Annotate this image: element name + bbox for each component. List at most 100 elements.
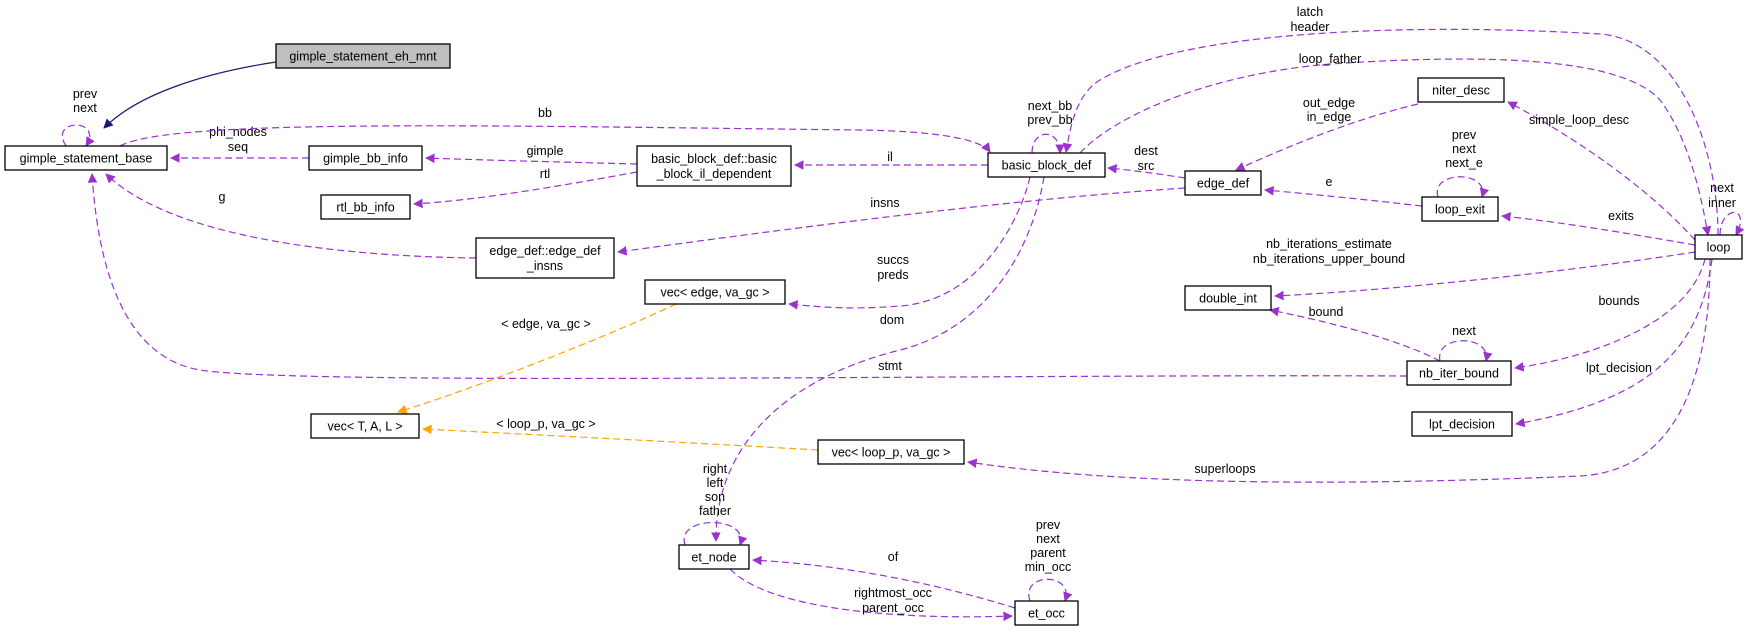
- edge-label: son: [705, 490, 725, 504]
- node-label: edge_def::edge_def_insns: [489, 244, 601, 273]
- edge-label: g: [219, 190, 226, 204]
- edge-bbd-etnode: dom: [711, 176, 1045, 542]
- node-vecT[interactable]: vec< T, A, L >: [310, 413, 420, 439]
- edge-nbib-gsb: stmt: [87, 173, 1408, 380]
- node-veclp[interactable]: vec< loop_p, va_gc >: [817, 439, 965, 465]
- edge-loop-lexit: exits: [1501, 209, 1696, 246]
- edge-label: preds: [877, 268, 908, 282]
- edge-line: [1436, 176, 1490, 198]
- edge-line: [87, 173, 1408, 380]
- edge-nbib-dint: bound: [1269, 305, 1441, 362]
- node-label: et_node: [691, 551, 736, 565]
- node-box[interactable]: [275, 43, 451, 69]
- edge-gsb-bbd: bb: [119, 106, 991, 153]
- node-box[interactable]: [1184, 170, 1262, 196]
- node-label: niter_desc: [1432, 84, 1490, 98]
- node-label: gimple_bb_info: [323, 152, 408, 166]
- edge-label: phi_nodes: [209, 125, 267, 139]
- node-label: et_occ: [1028, 607, 1065, 621]
- edge-bbil-rtl: rtl: [413, 167, 638, 209]
- node-niter[interactable]: niter_desc: [1417, 77, 1505, 103]
- edge-line: [967, 258, 1711, 483]
- node-nbib[interactable]: nb_iter_bound: [1406, 360, 1512, 386]
- node-box[interactable]: [1417, 77, 1505, 103]
- node-label: rtl_bb_info: [336, 201, 394, 215]
- edge-label: next_e: [1445, 156, 1483, 170]
- node-gbb[interactable]: gimple_bb_info: [308, 145, 423, 171]
- node-edged[interactable]: edge_def: [1184, 170, 1262, 196]
- edge-loop-nbib: bounds: [1514, 258, 1706, 372]
- node-box[interactable]: [308, 145, 423, 171]
- edge-line: [1439, 340, 1493, 362]
- node-dint[interactable]: double_int: [1184, 285, 1272, 311]
- edge-label: bounds: [1598, 294, 1639, 308]
- edge-label: insns: [870, 196, 899, 210]
- edge-label: parent_occ: [862, 601, 924, 615]
- edge-line: [1031, 133, 1065, 154]
- edge-label: nb_iterations_upper_bound: [1253, 252, 1405, 266]
- node-edi[interactable]: edge_def::edge_def_insns: [475, 237, 615, 279]
- node-box[interactable]: [475, 237, 615, 279]
- edge-label: next: [1036, 532, 1060, 546]
- edge-loop-dint: nb_iterations_estimatenb_iterations_uppe…: [1253, 237, 1696, 301]
- node-box[interactable]: [1421, 196, 1499, 222]
- edge-label: right: [703, 462, 728, 476]
- edge-label: prev: [1036, 518, 1061, 532]
- node-gsehm[interactable]: gimple_statement_eh_mnt: [275, 43, 451, 69]
- node-box[interactable]: [1411, 411, 1513, 437]
- node-box[interactable]: [1694, 234, 1743, 260]
- edge-line: [788, 176, 1031, 310]
- edge-label: lpt_decision: [1586, 361, 1652, 375]
- node-box[interactable]: [817, 439, 965, 465]
- edge-label: next: [1710, 181, 1734, 195]
- edge-line: [752, 555, 1016, 609]
- edge-line: [1501, 212, 1696, 246]
- edge-label: il: [887, 150, 893, 164]
- node-box[interactable]: [320, 194, 411, 220]
- edge-line: [711, 176, 1045, 542]
- edge-etocc-etnode: of: [752, 550, 1016, 609]
- edge-line: [119, 125, 991, 153]
- node-box[interactable]: [1014, 600, 1079, 626]
- node-etocc[interactable]: et_occ: [1014, 600, 1079, 626]
- node-box[interactable]: [636, 145, 792, 187]
- edge-line: [1514, 258, 1706, 372]
- node-box[interactable]: [310, 413, 420, 439]
- edge-line: [617, 187, 1186, 256]
- node-box[interactable]: [644, 279, 786, 305]
- node-label: nb_iter_bound: [1419, 367, 1499, 381]
- node-bbil[interactable]: basic_block_def::basic_block_il_dependen…: [636, 145, 792, 187]
- edge-line: [1079, 58, 1712, 236]
- node-box[interactable]: [1184, 285, 1272, 311]
- edge-label: prev_bb: [1027, 113, 1072, 127]
- edge-label: succs: [877, 253, 909, 267]
- node-box[interactable]: [987, 152, 1106, 178]
- edge-label: bb: [538, 106, 552, 120]
- node-rtlbb[interactable]: rtl_bb_info: [320, 194, 411, 220]
- node-box[interactable]: [4, 145, 168, 171]
- node-gsb[interactable]: gimple_statement_base: [4, 145, 168, 171]
- node-box[interactable]: [678, 544, 750, 570]
- node-label: gimple_statement_base: [20, 152, 153, 166]
- edge-line: [413, 171, 638, 209]
- node-bbd[interactable]: basic_block_def: [987, 152, 1106, 178]
- node-label: vec< edge, va_gc >: [660, 286, 769, 300]
- edge-label: seq: [228, 140, 248, 154]
- node-vecedge[interactable]: vec< edge, va_gc >: [644, 279, 786, 305]
- edge-label: src: [1138, 159, 1155, 173]
- node-lexit[interactable]: loop_exit: [1421, 196, 1499, 222]
- node-loop[interactable]: loop: [1694, 234, 1743, 260]
- node-label: gimple_statement_eh_mnt: [289, 50, 437, 64]
- edge-label: superloops: [1194, 462, 1255, 476]
- node-box[interactable]: [1406, 360, 1512, 386]
- node-etnode[interactable]: et_node: [678, 544, 750, 570]
- edge-label: < edge, va_gc >: [501, 317, 591, 331]
- node-lptd[interactable]: lpt_decision: [1411, 411, 1513, 437]
- edge-label: bound: [1309, 305, 1344, 319]
